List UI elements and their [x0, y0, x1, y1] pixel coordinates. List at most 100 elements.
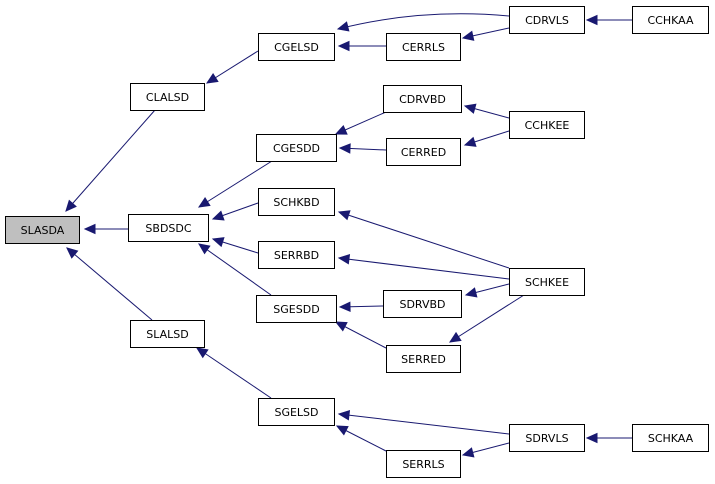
- node-sdrvbd[interactable]: SDRVBD: [383, 290, 462, 318]
- edge-line: [198, 243, 272, 296]
- arrowhead-icon: [83, 223, 96, 235]
- node-schkbd[interactable]: SCHKBD: [258, 188, 335, 216]
- node-label: CLALSD: [146, 91, 189, 104]
- edge-cgelsd-to-clalsd: [205, 50, 259, 84]
- node-box: [5, 216, 80, 244]
- edge-line: [196, 347, 272, 399]
- edge-slalsd-to-slasda: [66, 247, 153, 321]
- node-clalsd[interactable]: CLALSD: [130, 83, 205, 111]
- node-sbdsdc[interactable]: SBDSDC: [128, 214, 209, 242]
- node-schkee[interactable]: SCHKEE: [509, 268, 585, 296]
- node-label: SLASDA: [21, 224, 65, 237]
- edge-schkee-to-sdrvbd: [464, 283, 510, 298]
- arrowhead-icon: [338, 301, 351, 313]
- arrowhead-icon: [334, 321, 348, 332]
- arrowhead-icon: [337, 40, 350, 52]
- node-box: [256, 295, 337, 323]
- node-sgelsd[interactable]: SGELSD: [258, 398, 335, 426]
- node-box: [258, 188, 335, 216]
- edge-cchkee-to-cerred: [463, 130, 510, 147]
- node-box: [383, 85, 462, 113]
- arrowhead-icon: [463, 136, 477, 147]
- node-box: [128, 214, 209, 242]
- node-slalsd[interactable]: SLALSD: [130, 320, 205, 348]
- edge-serred-to-sgesdd: [334, 321, 387, 349]
- node-cerred[interactable]: CERRED: [386, 138, 461, 166]
- node-cchkee[interactable]: CCHKEE: [509, 111, 585, 139]
- node-box: [258, 241, 335, 269]
- edge-cdrvbd-to-cgesdd: [334, 111, 387, 135]
- node-box: [386, 345, 461, 373]
- edge-sdrvls-to-serrls: [461, 442, 510, 458]
- node-label: SCHKBD: [273, 196, 319, 209]
- arrowhead-icon: [205, 72, 219, 84]
- node-serred[interactable]: SERRED: [386, 345, 461, 373]
- node-label: SGESDD: [273, 303, 319, 316]
- arrowhead-icon: [66, 247, 79, 259]
- node-label: CCHKAA: [647, 14, 693, 27]
- arrowhead-icon: [336, 21, 350, 32]
- edge-sgesdd-to-sbdsdc: [198, 243, 272, 296]
- node-cerrls[interactable]: CERRLS: [386, 33, 461, 61]
- arrowhead-icon: [338, 143, 351, 154]
- edge-cerrls-to-cgelsd: [337, 40, 386, 52]
- arrowhead-icon: [337, 409, 351, 421]
- edge-line: [198, 160, 273, 208]
- edge-cchkaa-to-cdrvls: [585, 14, 632, 26]
- edge-schkbd-to-sbdsdc: [211, 202, 259, 221]
- node-label: CCHKEE: [525, 119, 570, 132]
- node-label: SCHKAA: [648, 432, 694, 445]
- arrowhead-icon: [461, 447, 475, 458]
- edge-sbdsdc-to-slasda: [83, 223, 128, 235]
- node-sgesdd[interactable]: SGESDD: [256, 295, 337, 323]
- node-label: CERRLS: [402, 41, 445, 54]
- node-cgelsd[interactable]: CGELSD: [258, 33, 335, 61]
- node-sdrvls[interactable]: SDRVLS: [509, 424, 585, 452]
- arrowhead-icon: [585, 14, 598, 26]
- edge-cchkee-to-cdrvbd: [463, 103, 510, 119]
- arrowhead-icon: [337, 254, 351, 265]
- arrowhead-icon: [335, 425, 349, 436]
- node-cdrvbd[interactable]: CDRVBD: [383, 85, 462, 113]
- node-box: [130, 83, 205, 111]
- edge-sgelsd-to-slalsd: [195, 347, 272, 399]
- node-cgesdd[interactable]: CGESDD: [256, 134, 337, 162]
- node-box: [256, 134, 337, 162]
- node-label: SDRVBD: [399, 298, 445, 311]
- arrowhead-icon: [197, 196, 211, 208]
- node-serrbd[interactable]: SERRBD: [258, 241, 335, 269]
- edge-line: [338, 257, 510, 280]
- node-label: SLALSD: [146, 328, 188, 341]
- node-slasda[interactable]: SLASDA: [5, 216, 80, 244]
- edge-line: [65, 109, 156, 212]
- arrowhead-icon: [464, 287, 478, 298]
- node-cdrvls[interactable]: CDRVLS: [509, 6, 585, 34]
- edge-serrls-to-sgelsd: [335, 425, 387, 452]
- node-label: SBDSDC: [145, 222, 191, 235]
- node-serrls[interactable]: SERRLS: [386, 450, 461, 478]
- node-box: [386, 138, 461, 166]
- node-label: CGELSD: [274, 41, 319, 54]
- arrowhead-icon: [198, 243, 211, 255]
- edge-serrbd-to-sbdsdc: [211, 237, 259, 254]
- node-box: [509, 268, 585, 296]
- arrowhead-icon: [463, 103, 477, 114]
- edge-cerred-to-cgesdd: [338, 143, 387, 154]
- edge-line: [338, 413, 510, 435]
- node-cchkaa[interactable]: CCHKAA: [632, 6, 709, 34]
- node-box: [509, 6, 585, 34]
- node-label: SERRBD: [274, 249, 319, 262]
- arrowhead-icon: [211, 237, 225, 248]
- edge-line: [338, 211, 510, 269]
- node-label: CDRVLS: [525, 14, 569, 27]
- arrowhead-icon: [334, 124, 348, 135]
- edge-cgesdd-to-sbdsdc: [197, 160, 273, 208]
- node-label: SCHKEE: [525, 276, 569, 289]
- edge-schkaa-to-sdrvls: [585, 432, 632, 444]
- node-label: CDRVBD: [399, 93, 446, 106]
- node-box: [509, 424, 585, 452]
- arrowhead-icon: [337, 210, 351, 221]
- node-box: [258, 33, 335, 61]
- node-schkaa[interactable]: SCHKAA: [632, 424, 709, 452]
